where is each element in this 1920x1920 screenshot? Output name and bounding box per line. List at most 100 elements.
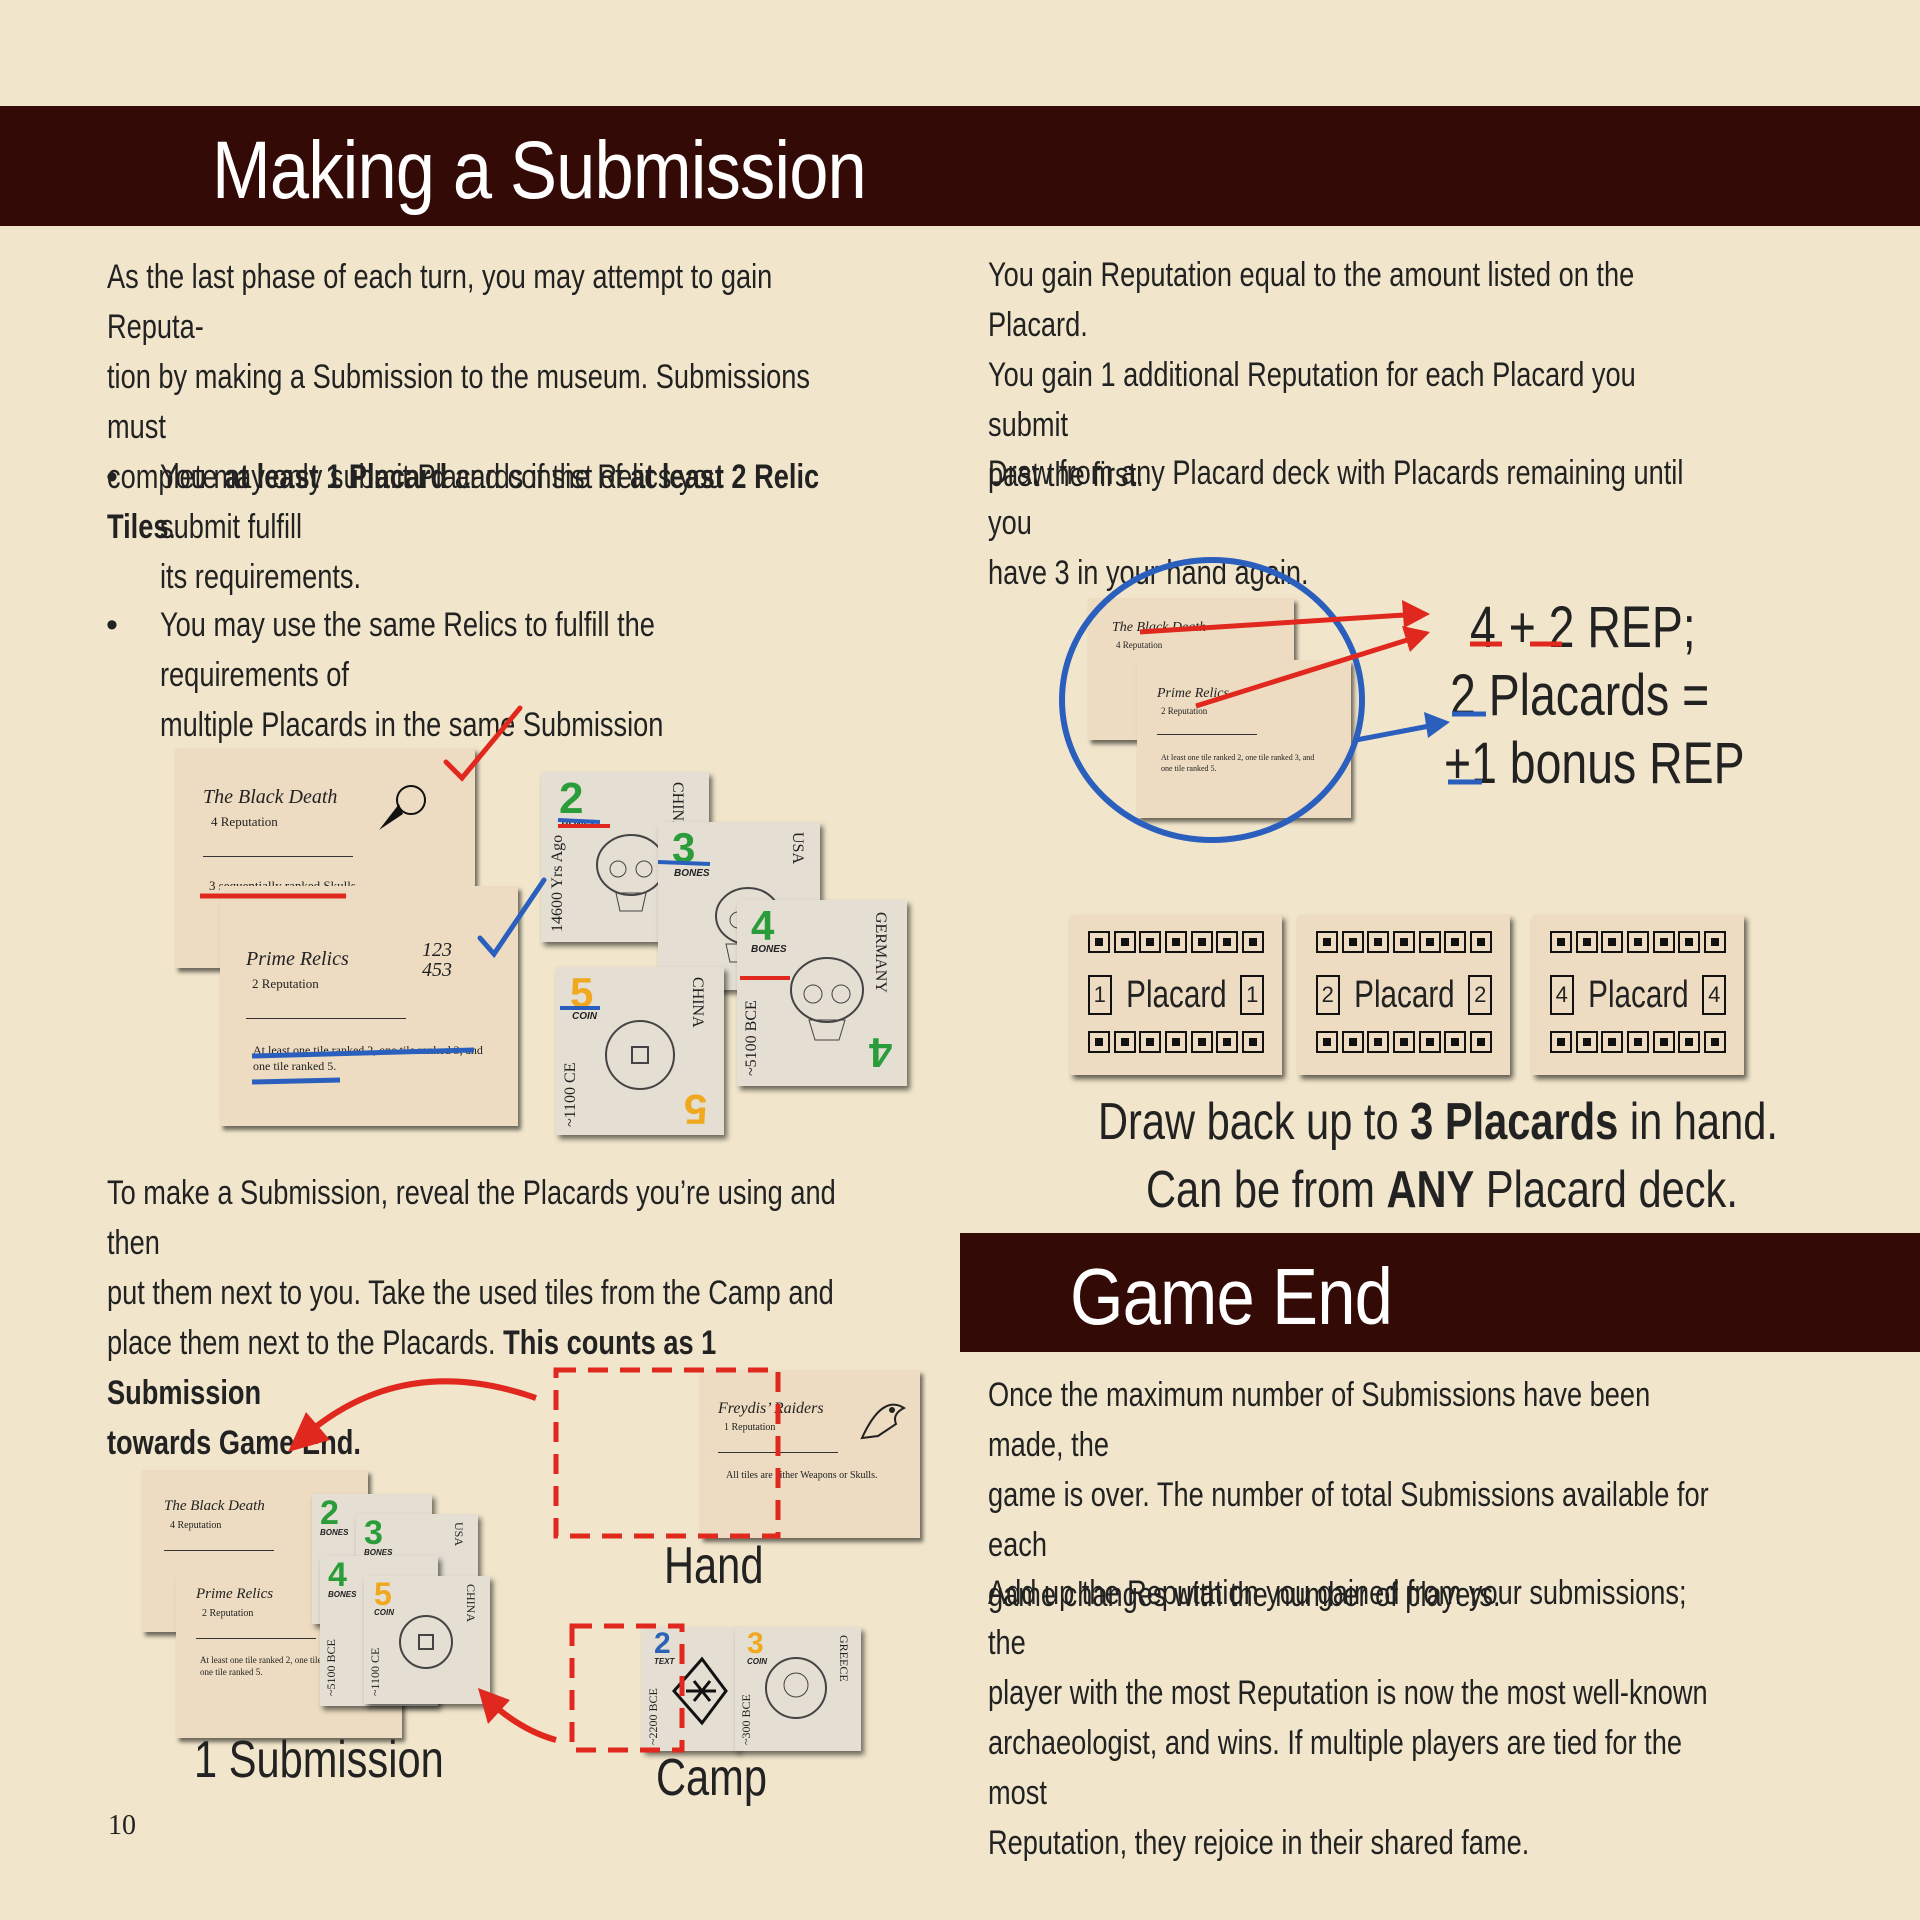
bullet-item-relics: You may only submit Placards if the Reli… [160,458,723,596]
camp-label: Camp [656,1749,767,1807]
placard-number: 2 [1468,975,1492,1015]
tile-rank: 4 [751,902,775,949]
bullet-dot: • [106,606,118,644]
submitted-tile-5: 5 COIN CHINA ~1100 CE [364,1576,490,1704]
intro-line: complete at least 1 Placard and consist … [107,458,820,546]
tile-rank: 4 [328,1556,347,1594]
card-title: The Black Death [1112,620,1207,635]
placard-label: Placard [1353,973,1455,1016]
tile-age: ~5100 BCE [743,1000,760,1076]
skull-icon [790,957,864,1041]
card-requirement: All tiles are either Weapons or Skulls. [726,1470,878,1481]
card-reputation: 1 Reputation [724,1422,776,1433]
rep-sum-text: 4 + 2 REP; [1470,595,1696,660]
card-divider [1157,734,1257,735]
draw-paragraph: Draw from any Placard deck with Placards… [988,454,1684,592]
coin-icon [399,1615,453,1669]
tile-origin: USA [452,1522,466,1547]
placard-number: 4 [1702,975,1726,1015]
example-card-prime-relics: Prime Relics 2 Reputation At least one t… [1137,660,1351,818]
placard-number: 2 [1316,975,1340,1015]
card-divider [203,856,353,857]
tile-origin: USA [789,832,806,865]
bullet-item-same-relics: You may use the same Relics to fulfill t… [160,606,664,744]
red-arrowhead [1402,626,1430,652]
card-title: The Black Death [164,1498,265,1514]
tile-rank: 5 [570,969,594,1016]
glyph-icon [672,1656,728,1726]
tile-type: COIN [374,1608,394,1617]
intro-line: tion by making a Submission to the museu… [107,358,810,446]
camp-tile-3: 3 COIN GREECE ~300 BCE [735,1627,861,1751]
intro-paragraph: As the last phase of each turn, you may … [107,252,843,552]
section-header-submission: Making a Submission [0,106,1920,226]
tile-rank: 3 [364,1514,383,1552]
intro-line: As the last phase of each turn, you may … [107,258,773,346]
tile-age: ~1100 CE [368,1647,382,1696]
game-end-paragraph-1: Once the maximum number of Submissions h… [988,1376,1709,1614]
tile-type: BONES [751,944,787,955]
coin-icon [605,1020,675,1090]
placard-card-freydis: Freydis’ Raiders 1 Reputation All tiles … [700,1370,920,1538]
drawback-line-1: Draw back up to 3 Placards in hand. [1098,1093,1778,1151]
placard-count-text: 2 Placards = [1450,663,1710,728]
tile-age: ~2200 BCE [646,1688,660,1745]
card-divider [196,1638,316,1639]
tile-type: COIN [747,1657,767,1666]
section-header-game-end: Game End [960,1233,1920,1352]
tile-rank: 3 [672,824,696,871]
placard-back-4: 4 Placard 4 [1532,915,1744,1075]
tile-type: COIN [572,1011,597,1022]
tile-type: BONES [328,1590,357,1599]
card-requirement: At least one tile ranked 2, one tile ran… [200,1655,373,1677]
tile-rank-inverted: 5 [684,1086,708,1133]
coin-icon [765,1657,827,1719]
card-title: Prime Relics [196,1586,274,1602]
tile-type: BONES [320,1528,349,1537]
tile-origin: GREECE [837,1635,851,1682]
red-arrow [485,1697,557,1743]
card-reputation: 2 Reputation [252,976,319,991]
relic-tile-4: 4 BONES GERMANY ~5100 BCE 4 [737,900,907,1086]
placard-number: 4 [1550,975,1574,1015]
camp-tile-2: 2 TEXT ~2200 BCE [642,1627,738,1751]
placard-label: Placard [1125,973,1227,1016]
card-requirement: At least one tile ranked 2, one tile ran… [253,1043,483,1073]
page-title: Making a Submission [212,125,867,216]
card-title: Prime Relics [1157,686,1229,701]
card-reputation: 2 Reputation [202,1608,254,1619]
card-title: The Black Death [203,786,338,808]
card-reputation: 4 Reputation [211,814,278,829]
drawback-line-2: Can be from ANY Placard deck. [1146,1161,1738,1219]
placard-label: Placard [1587,973,1689,1016]
card-title: Prime Relics [246,948,349,970]
card-reputation: 4 Reputation [1116,640,1163,650]
red-arrowhead [1402,600,1430,628]
placard-card-prime-relics: Prime Relics 2 Reputation At least one t… [220,886,518,1126]
tile-age: ~300 BCE [739,1694,753,1745]
placard-back-2: 2 Placard 2 [1298,915,1510,1075]
blue-arrow [1355,721,1441,743]
section-title: Game End [1070,1252,1393,1341]
tile-rank: 5 [374,1576,392,1612]
page-number: 10 [108,1810,136,1841]
plague-doctor-icon [379,785,426,830]
tile-age: 14600 Yrs Ago [549,834,566,932]
reveal-paragraph: To make a Submission, reveal the Placard… [107,1174,836,1462]
card-divider [718,1452,838,1453]
tile-type: BONES [364,1548,393,1557]
bullet-dot: • [106,458,118,496]
gain-paragraph: You gain Reputation equal to the amount … [988,256,1636,494]
tile-origin: CHINA [464,1584,478,1622]
numbers-icon: 123 453 [422,939,452,981]
card-requirement: At least one tile ranked 2, one tile ran… [1161,753,1315,773]
submission-label: 1 Submission [194,1731,444,1789]
tile-type: BONES [674,868,710,879]
relic-tile-5: 5 COIN CHINA ~1100 CE 5 [556,967,724,1135]
card-reputation: 4 Reputation [170,1520,222,1531]
viking-ship-icon [860,1403,907,1440]
placard-number: 1 [1088,975,1112,1015]
tile-rank: 2 [320,1494,339,1532]
bonus-rep-text: +1 bonus REP [1444,731,1745,796]
